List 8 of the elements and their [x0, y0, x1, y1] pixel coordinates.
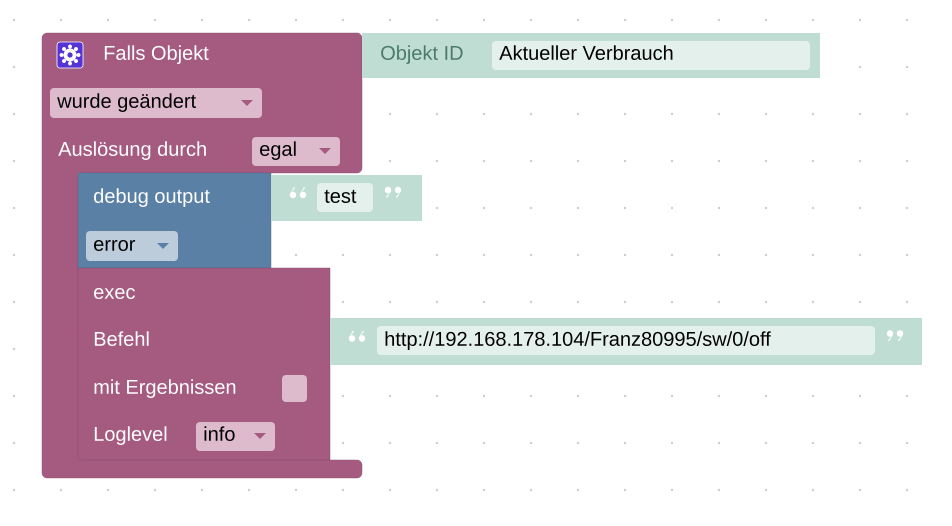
- dropdown: wurde geändert: [50, 88, 262, 118]
- dropdown: egal: [252, 137, 340, 166]
- checkbox: [282, 375, 307, 402]
- dropdown: error: [86, 231, 178, 261]
- text-field: Aktueller Verbrauch: [492, 41, 810, 70]
- text-block: test: [271, 175, 422, 221]
- dropdown: info: [196, 422, 275, 451]
- text-block: http://192.168.178.104/Franz80995/sw/0/off: [330, 318, 922, 365]
